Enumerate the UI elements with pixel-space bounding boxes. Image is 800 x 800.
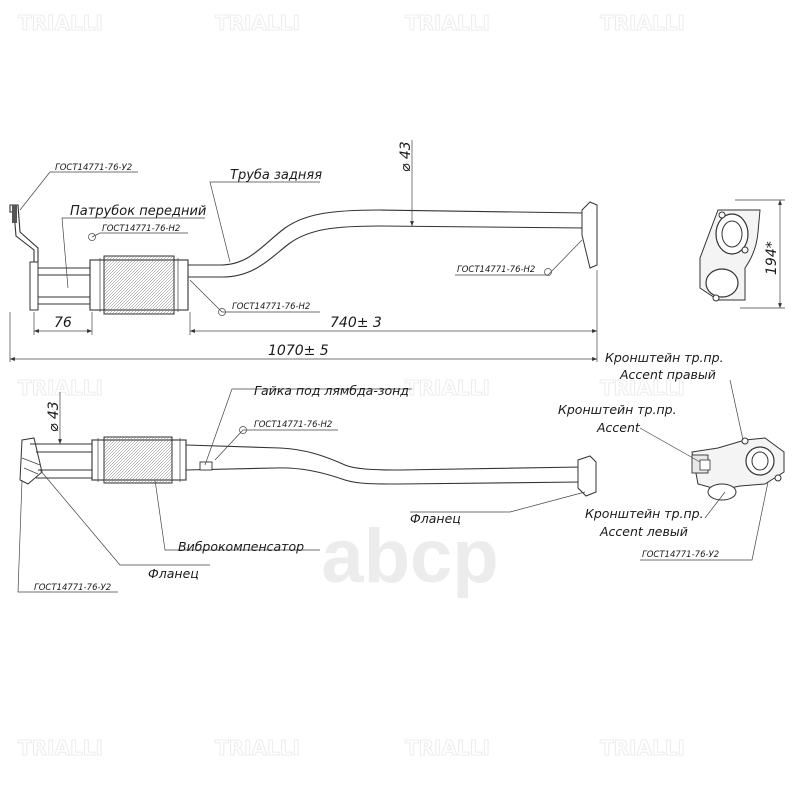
watermark-text: TRIALLI bbox=[405, 376, 490, 400]
dimension-76: 76 bbox=[54, 315, 72, 331]
gost-label: ГОСТ14771-76-У2 bbox=[55, 163, 132, 173]
front-flange-plate bbox=[12, 205, 17, 223]
gost-label: ГОСТ14771-76-У2 bbox=[642, 550, 719, 560]
leader-front-pipe bbox=[61, 217, 205, 289]
dimension-194: 194* bbox=[764, 241, 780, 275]
diameter-label: ⌀ 43 bbox=[398, 141, 414, 172]
gost-label: ГОСТ14771-76-У2 bbox=[34, 583, 111, 593]
rear-pipe-top bbox=[188, 209, 586, 266]
watermark-text: TRIALLI bbox=[215, 11, 300, 35]
diameter-label-bottom: ⌀ 43 bbox=[46, 401, 62, 432]
gost-label: ГОСТ14771-76-Н2 bbox=[457, 265, 535, 275]
rear-pipe-bottom-view bbox=[185, 444, 583, 471]
flange-rear-label: Фланец bbox=[410, 511, 461, 526]
front-pipe bbox=[38, 267, 90, 305]
leader-rear-pipe bbox=[209, 181, 320, 263]
watermark-text: TRIALLI bbox=[600, 11, 685, 35]
watermark-grid: TRIALLI TRIALLI TRIALLI TRIALLI TRIALLI … bbox=[18, 11, 686, 761]
flange-detail-top: 194* bbox=[699, 199, 785, 309]
rear-pipe-label: Труба задняя bbox=[230, 168, 322, 183]
leader-gost-flange bbox=[19, 171, 138, 211]
leader-lambda bbox=[204, 388, 412, 466]
watermark-text: TRIALLI bbox=[600, 736, 685, 760]
bracket-left-label: Accent левый bbox=[599, 524, 688, 539]
bracket-label: Accent bbox=[596, 420, 641, 435]
front-flange-bottom bbox=[19, 437, 43, 485]
front-flange bbox=[29, 261, 39, 311]
abcp-logo: abcp bbox=[321, 514, 498, 599]
dimension-740: 740± 3 bbox=[330, 315, 382, 331]
bottom-assembly: ⌀ 43 Гайка под лямбда-зонд ГОСТ14771-76-… bbox=[17, 383, 597, 593]
rear-flange-bottom bbox=[577, 455, 597, 497]
watermark-text: TRIALLI bbox=[405, 736, 490, 760]
watermark-text: TRIALLI bbox=[215, 736, 300, 760]
lambda-nut-label: Гайка под лямбда-зонд bbox=[254, 383, 409, 398]
flange-front-label: Фланец bbox=[148, 566, 199, 581]
bracket-right-label: Кронштейн тр.пр. bbox=[605, 350, 724, 365]
rear-pipe-bottom bbox=[188, 225, 586, 278]
watermark-text: TRIALLI bbox=[18, 376, 103, 400]
watermark-text: TRIALLI bbox=[18, 11, 103, 35]
bracket-detail: Кронштейн тр.пр. Accent правый Кронштейн… bbox=[558, 350, 785, 561]
bracket-left-label: Кронштейн тр.пр. bbox=[585, 506, 704, 521]
gost-label: ГОСТ14771-76-Н2 bbox=[102, 224, 180, 234]
gost-label: ГОСТ14771-76-Н2 bbox=[232, 302, 310, 312]
top-assembly: ГОСТ14771-76-У2 Патрубок передний ГОСТ14… bbox=[9, 140, 598, 362]
dimension-1070: 1070± 5 bbox=[268, 343, 329, 359]
bracket-right-label: Accent правый bbox=[619, 367, 716, 382]
watermark-text: TRIALLI bbox=[405, 11, 490, 35]
watermark-text: TRIALLI bbox=[600, 376, 685, 400]
bracket-label: Кронштейн тр.пр. bbox=[558, 402, 677, 417]
rear-flange bbox=[581, 201, 598, 269]
front-pipe-label: Патрубок передний bbox=[70, 204, 206, 219]
compensator-label: Виброкомпенсатор bbox=[178, 539, 304, 554]
gost-label: ГОСТ14771-76-Н2 bbox=[254, 420, 332, 430]
watermark-text: TRIALLI bbox=[18, 736, 103, 760]
